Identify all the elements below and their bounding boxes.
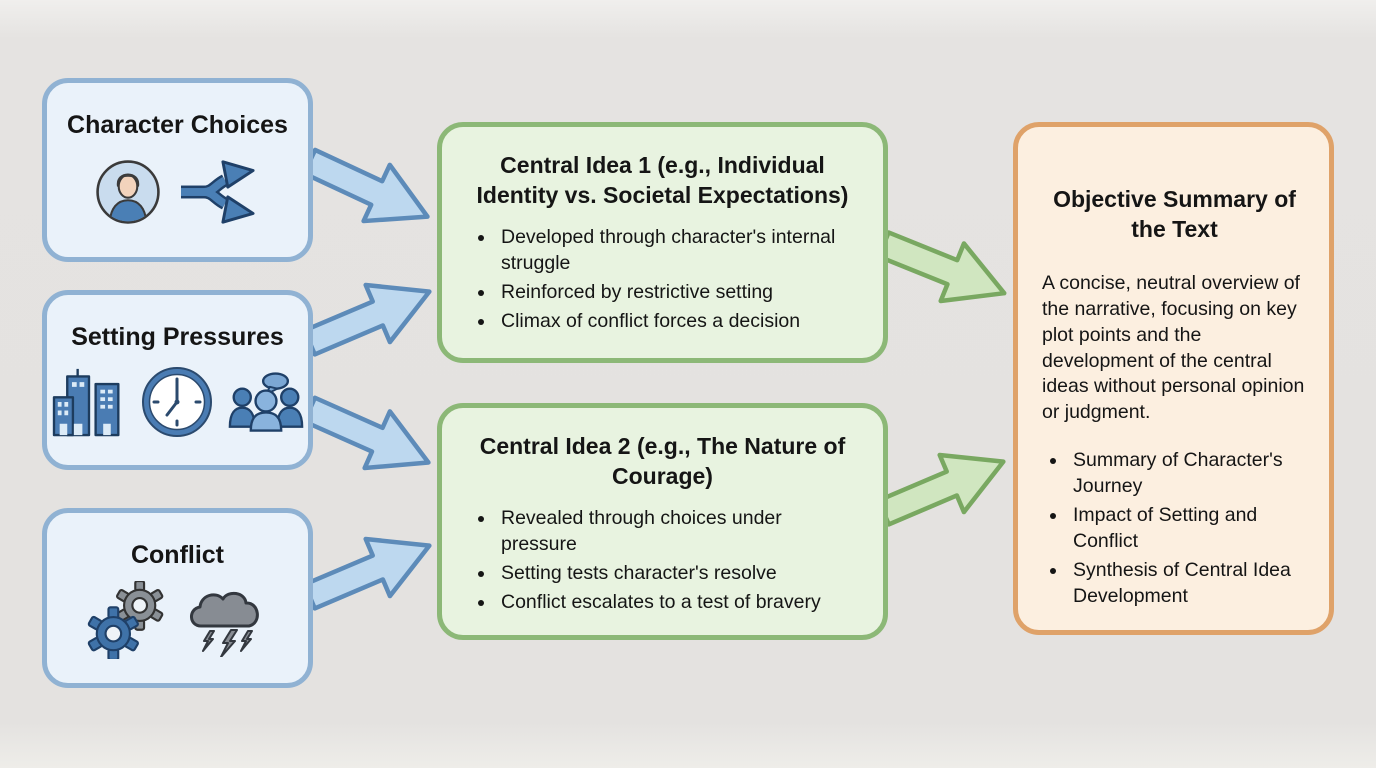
branching-choice-icon — [180, 159, 255, 224]
source-box-conflict: Conflict — [42, 508, 313, 688]
people-group-icon — [228, 371, 303, 432]
source-title: Character Choices — [67, 111, 288, 139]
arrow-conflict-to-idea2 — [302, 536, 432, 611]
icon-row — [87, 570, 269, 683]
bullet-item: Reinforced by restrictive setting — [496, 280, 857, 306]
arrow-idea2-to-summary — [876, 452, 1006, 527]
clock-icon — [141, 366, 212, 437]
central-idea-title: Central Idea 1 (e.g., Individual Identit… — [476, 152, 849, 208]
bullet-item: Climax of conflict forces a decision — [496, 309, 857, 335]
central-idea-1-box: Central Idea 1 (e.g., Individual Identit… — [437, 122, 888, 363]
objective-summary-box: Objective Summary of the Text A concise,… — [1013, 122, 1334, 635]
icon-row — [52, 352, 304, 465]
source-box-setting-pressures: Setting Pressures — [42, 290, 313, 470]
source-box-character-choices: Character Choices — [42, 78, 313, 262]
gears-icon — [87, 580, 163, 659]
icon-row — [95, 140, 261, 257]
person-avatar-icon — [95, 159, 160, 224]
central-idea-bullet-list: Developed through character's internal s… — [468, 225, 857, 335]
bullet-item: Synthesis of Central Idea Development — [1068, 558, 1307, 610]
city-buildings-icon — [52, 368, 120, 436]
central-idea-2-box: Central Idea 2 (e.g., The Nature of Cour… — [437, 403, 888, 640]
arrow-idea1-to-summary — [876, 230, 1007, 304]
central-idea-bullet-list: Revealed through choices under pressure … — [468, 506, 857, 616]
source-title: Conflict — [130, 541, 225, 569]
bullet-item: Impact of Setting and Conflict — [1068, 503, 1307, 555]
bullet-item: Setting tests character's resolve — [496, 561, 857, 587]
arrow-character-to-idea1 — [301, 147, 430, 224]
source-title: Setting Pressures — [71, 323, 284, 351]
bullet-item: Conflict escalates to a test of bravery — [496, 590, 857, 616]
storm-cloud-icon — [189, 591, 259, 657]
summary-bullet-list: Summary of Character's Journey Impact of… — [1042, 448, 1307, 610]
bullet-item: Summary of Character's Journey — [1068, 448, 1307, 500]
summary-description: A concise, neutral overview of the narra… — [1042, 271, 1305, 424]
arrow-setting-to-idea2 — [302, 395, 431, 471]
summary-title: Objective Summary of the Text — [1053, 186, 1296, 242]
arrow-setting-to-idea1 — [302, 282, 432, 357]
bullet-item: Revealed through choices under pressure — [496, 506, 857, 558]
bullet-item: Developed through character's internal s… — [496, 225, 857, 277]
central-idea-title: Central Idea 2 (e.g., The Nature of Cour… — [479, 433, 846, 489]
